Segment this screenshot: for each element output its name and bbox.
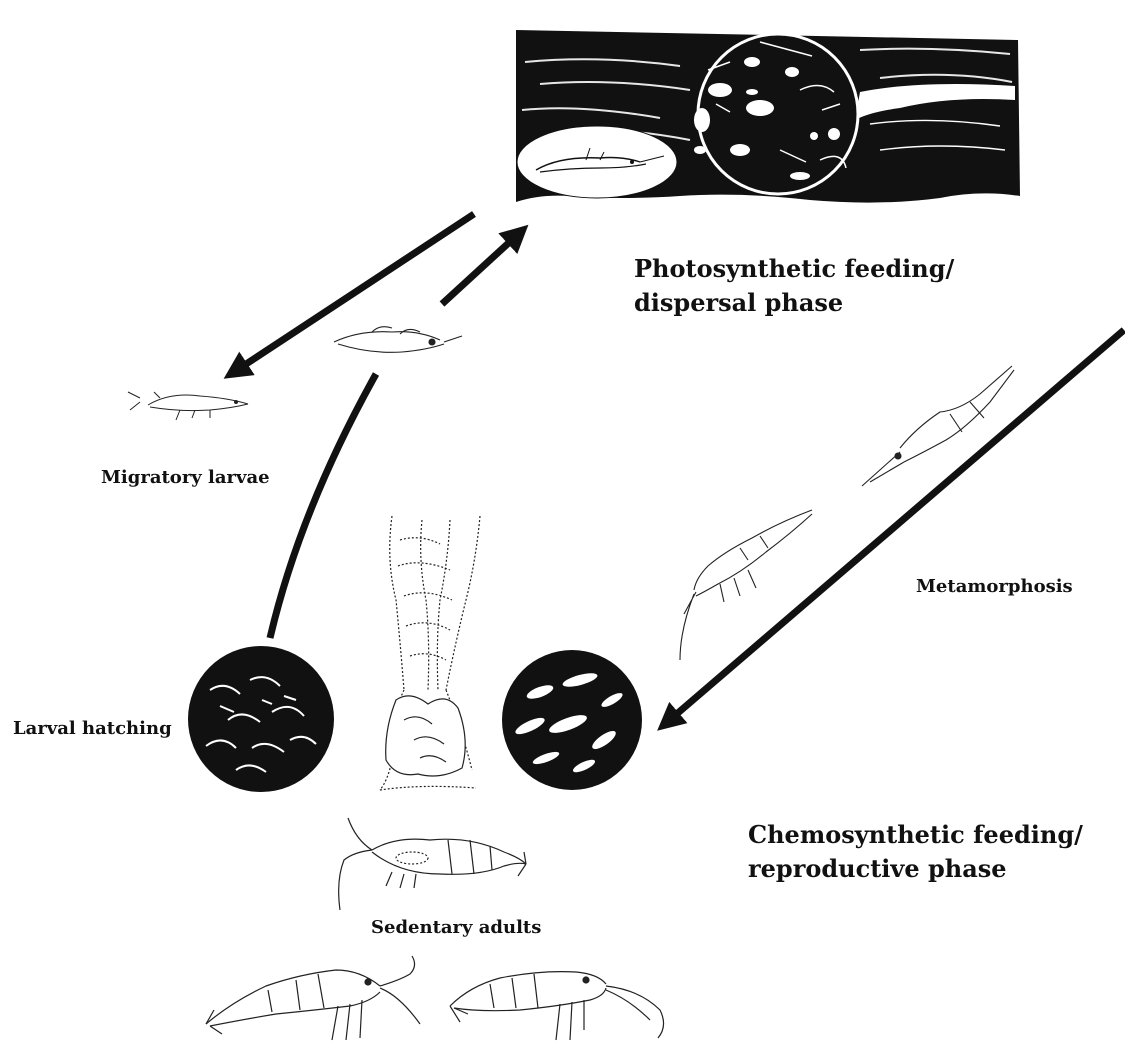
chemosynthetic-phase-line-1: Chemosynthetic feeding/: [748, 818, 1083, 852]
photosynthetic-phase-line-2: dispersal phase: [634, 286, 954, 320]
arrow-metamorphosis-to-settlement: [672, 330, 1124, 718]
ocean-surface-scene: [516, 30, 1020, 203]
line-hatching-to-water: [270, 374, 376, 638]
adult-shrimp-brooding: [339, 818, 526, 910]
chemosynthetic-phase-label: Chemosynthetic feeding/ reproductive pha…: [748, 818, 1083, 886]
arrow-ascent-to-surface: [442, 238, 514, 304]
migratory-larva: [128, 392, 248, 420]
ascending-larva: [334, 327, 462, 353]
photosynthetic-phase-label: Photosynthetic feeding/ dispersal phase: [634, 252, 954, 320]
migratory-larvae-label: Migratory larvae: [101, 467, 270, 488]
arrow-descent-to-larvae: [240, 214, 474, 368]
photosynthetic-phase-line-1: Photosynthetic feeding/: [634, 252, 954, 286]
larval-hatching-label: Larval hatching: [13, 718, 172, 739]
settlement-circle: [502, 650, 642, 790]
adult-shrimp: [450, 972, 664, 1040]
juvenile-shrimp: [680, 510, 812, 660]
metamorphosis-label: Metamorphosis: [916, 576, 1073, 597]
chimney-base: [386, 696, 465, 776]
postlarva: [862, 366, 1014, 486]
chemosynthetic-phase-line-2: reproductive phase: [748, 852, 1083, 886]
larva-on-surface: [517, 126, 677, 198]
hatching-circle: [188, 646, 334, 792]
sedentary-adults-label: Sedentary adults: [371, 917, 541, 938]
adult-shrimp: [206, 956, 420, 1040]
